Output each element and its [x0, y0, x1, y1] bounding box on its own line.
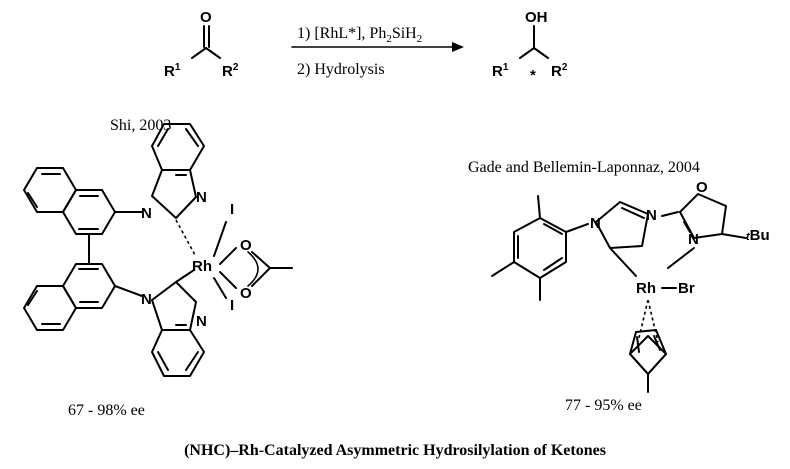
iodide-bottom: I [230, 297, 234, 314]
oxazoline-oxygen: O [696, 179, 708, 196]
product-hydroxyl: OH [525, 9, 548, 26]
imidazole-n-aryl: N [590, 215, 601, 232]
shi-reference: Shi, 2003 [110, 117, 171, 134]
ketone-r1: R1 [164, 62, 181, 80]
scheme-caption: (NHC)–Rh-Catalyzed Asymmetric Hydrosilyl… [184, 442, 606, 459]
gade-ee: 77 - 95% ee [565, 397, 642, 414]
reaction-step-2: 2) Hydrolysis [297, 61, 385, 78]
iodide-top: I [230, 201, 234, 218]
acetate-oxygen-top: O [240, 237, 252, 254]
shi-binaphthyl-catalyst: N N N N Rh I I O O [23, 123, 293, 377]
oxazoline-nitrogen: N [688, 231, 699, 248]
imidazole-n-oxazoline: N [646, 207, 657, 224]
rhodium-center: Rh [192, 258, 212, 275]
alcohol-product: OH R1 * R2 [492, 9, 568, 84]
ketone-oxygen: O [200, 9, 212, 26]
stereocenter-star: * [530, 67, 536, 84]
upper-nhc-n3: N [196, 189, 207, 206]
reaction-step-1: 1) [RhL*], Ph2SiH2 [297, 25, 422, 45]
gade-reference: Gade and Bellemin-Laponnaz, 2004 [468, 159, 700, 176]
acetate-oxygen-bottom: O [240, 285, 252, 302]
rhodium-center-gade: Rh [636, 280, 656, 297]
bromide: Br [678, 280, 695, 297]
reaction-arrow: 1) [RhL*], Ph2SiH2 2) Hydrolysis [291, 25, 464, 78]
shi-ee: 67 - 98% ee [68, 402, 145, 419]
lower-nhc-n3: N [196, 313, 207, 330]
lower-nhc-n1: N [141, 291, 152, 308]
tert-butyl-group: tBu [746, 227, 770, 244]
gade-oxazoline-catalyst: N N O N tBu Rh Br [491, 179, 770, 393]
product-r2: R2 [551, 62, 568, 80]
product-r1: R1 [492, 62, 509, 80]
upper-nhc-n1: N [141, 205, 152, 222]
ketone-r2: R2 [222, 62, 239, 80]
ketone-reactant: O R1 R2 [164, 9, 239, 80]
